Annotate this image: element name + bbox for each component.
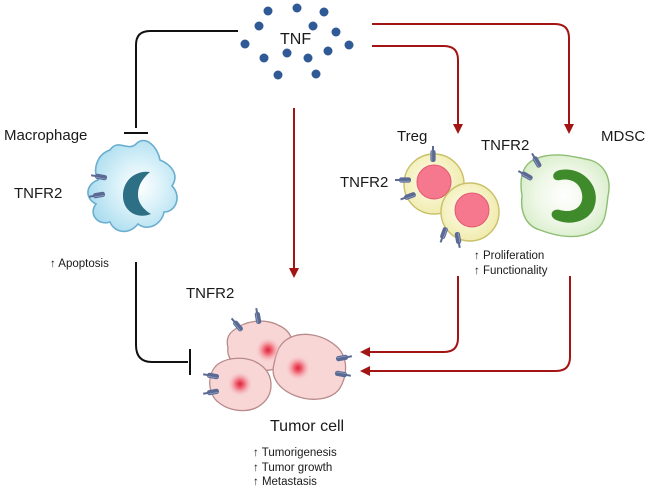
treg-mdsc-effect: ↑ Proliferation [474, 250, 545, 262]
tnf-label: TNF [280, 31, 312, 48]
tnf-macrophage-inhibition-line [135, 30, 238, 128]
treg-mdsc-effects: ↑ Proliferation ↑ Functionality [474, 249, 548, 278]
tumor-effects: ↑ Tumorigenesis ↑ Tumor growth ↑ Metasta… [253, 446, 337, 490]
treg-mdsc-effect: ↑ Functionality [474, 264, 548, 277]
macrophage-effect: ↑ Apoptosis [50, 258, 109, 270]
tnf-molecule-cluster-icon [240, 3, 354, 80]
tnf-treg-arrow [372, 45, 463, 134]
macrophage-tumor-inhibition-line [135, 262, 188, 363]
macrophage-effects: ↑ Apoptosis [50, 257, 109, 272]
tumor-effect: ↑ Metastasis [253, 476, 317, 488]
mdsc-tnfr2-label: TNFR2 [481, 137, 530, 154]
mdsc-label: MDSC [601, 128, 646, 145]
macrophage-label: Macrophage [4, 127, 88, 144]
tnf-mdsc-arrow [372, 23, 574, 134]
macrophage-cell-icon [87, 139, 178, 233]
treg-tnfr2-label: TNFR2 [340, 174, 389, 191]
tumor-cell-label: Tumor cell [270, 418, 345, 435]
treg-tumor-arrow [360, 276, 459, 357]
treg-label: Treg [397, 128, 428, 145]
mdsc-tumor-arrow [360, 276, 571, 376]
tumor-effect: ↑ Tumor growth [253, 461, 333, 474]
tumor-tnfr2-label: TNFR2 [186, 285, 235, 302]
tumor-cell-cluster-icon [202, 307, 353, 412]
mdsc-cell-icon [516, 151, 610, 238]
tumor-effect: ↑ Tumorigenesis [253, 447, 337, 459]
treg-cell-icon [394, 145, 500, 249]
macrophage-tnfr2-label: TNFR2 [14, 185, 63, 202]
